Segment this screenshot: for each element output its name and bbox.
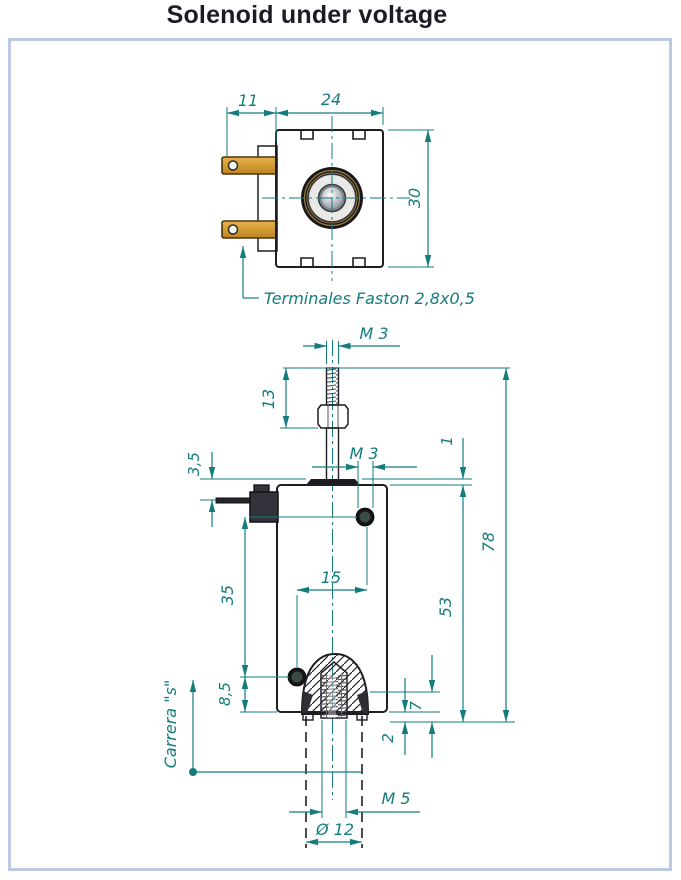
front-view-extension-lines (200, 341, 515, 818)
svg-text:1: 1 (438, 436, 456, 446)
dim-hole-to-bottom: 8,5 (216, 677, 249, 712)
dim-side-hole-thread: M 3 (312, 444, 417, 471)
faston-terminal-lower (221, 220, 278, 239)
mounting-notches (300, 131, 366, 266)
dim-pin-offset: 3,5 (185, 452, 216, 527)
svg-text:30: 30 (405, 188, 424, 208)
front-view: M 3 13 3,5 1 M 3 (161, 324, 515, 848)
svg-text:13: 13 (259, 389, 278, 409)
hex-nut (317, 404, 349, 429)
dim-plunger-thread: M 5 (289, 789, 420, 816)
dim-flange-height: 1 (438, 436, 467, 479)
dim-body-height-front: 53 (436, 485, 467, 722)
svg-text:35: 35 (218, 585, 237, 605)
dim-hole-spacing-vertical: 35 (218, 517, 249, 677)
svg-text:15: 15 (321, 568, 341, 587)
dim-thread-length: 13 (259, 368, 290, 428)
svg-text:Ø 12: Ø 12 (315, 820, 354, 839)
svg-text:11: 11 (238, 91, 258, 110)
plunger-wedge-left (302, 691, 313, 713)
side-hole-upper (355, 507, 375, 527)
plunger-wedge-right (357, 691, 368, 713)
top-view: 11 24 30 Terminales Faston 2,8x0,5 (221, 90, 475, 308)
dim-stem-thread: M 3 (303, 324, 400, 350)
side-hole-lower (287, 667, 307, 687)
plunger-thread-bore (320, 661, 348, 719)
svg-text:78: 78 (479, 532, 498, 552)
threaded-stem (306, 367, 360, 485)
stroke-annotation: Carrera "s" (161, 680, 362, 776)
svg-text:2: 2 (379, 733, 397, 743)
plunger (301, 652, 369, 848)
svg-text:8,5: 8,5 (216, 682, 234, 706)
faston-terminal-upper (221, 156, 278, 175)
connector-block (215, 484, 279, 523)
stem-flange (306, 479, 360, 485)
svg-text:3,5: 3,5 (185, 452, 203, 476)
dim-body-width: 24 (276, 90, 383, 117)
stroke-label: Carrera "s" (161, 680, 180, 769)
dim-plunger-height: 7 (407, 655, 436, 758)
terminals-leader: Terminales Faston 2,8x0,5 (239, 246, 475, 308)
dim-hole-spacing-horizontal: 15 (297, 568, 367, 594)
plunger-foot-left (302, 713, 314, 721)
svg-text:53: 53 (436, 597, 455, 617)
svg-text:M 3: M 3 (359, 324, 388, 343)
svg-text:7: 7 (407, 701, 425, 711)
dim-total-height: 78 (479, 368, 510, 722)
terminals-label: Terminales Faston 2,8x0,5 (264, 289, 475, 308)
svg-text:M 5: M 5 (381, 789, 410, 808)
dim-terminal-width: 11 (227, 91, 276, 117)
dim-plunger-diameter: Ø 12 (306, 820, 362, 846)
page-title: Solenoid under voltage (166, 1, 448, 29)
svg-text:24: 24 (321, 90, 341, 109)
dim-body-height-top: 30 (405, 130, 432, 267)
svg-text:M 3: M 3 (349, 444, 378, 463)
dim-plunger-tip: 2 (379, 678, 409, 755)
connector-pin (215, 497, 251, 504)
